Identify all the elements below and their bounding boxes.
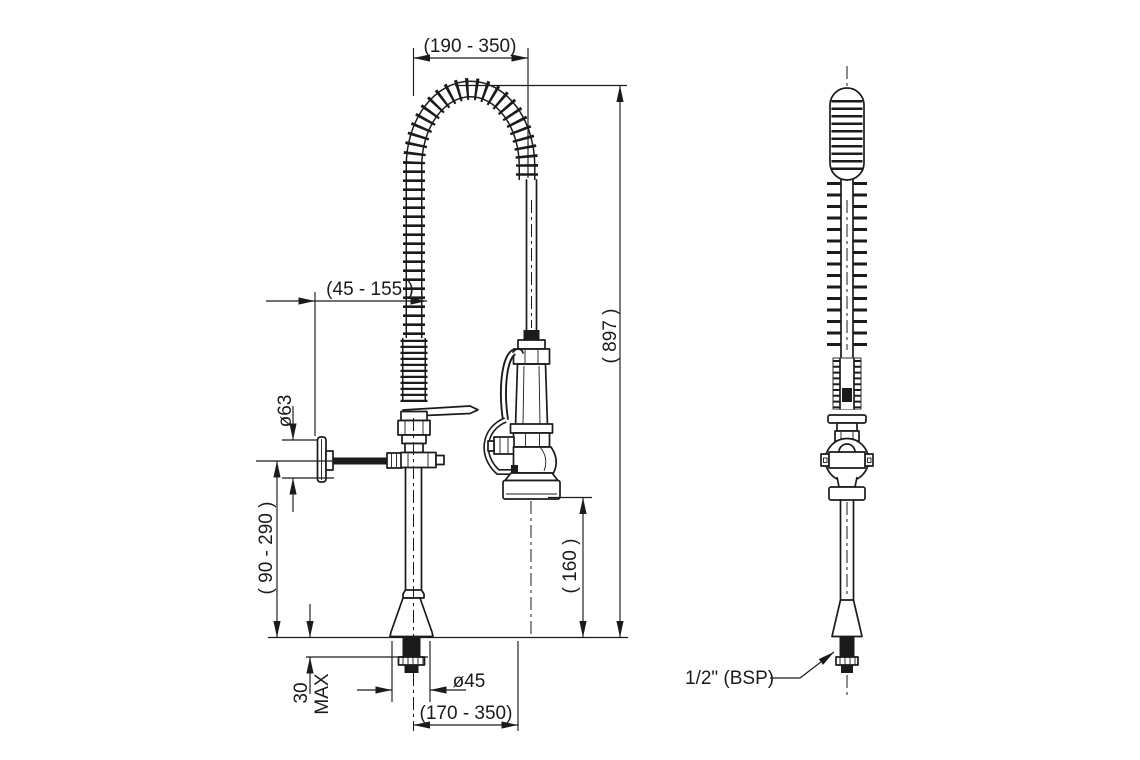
inlet-thread-callout: 1/2" (BSP) — [685, 651, 835, 689]
dim-label-overall-height: ( 897 ) — [600, 309, 621, 364]
base-cone — [389, 597, 434, 638]
dim-label-bottom-reach: (170 - 350) — [420, 703, 513, 724]
dim-label-deck-thickness-unit: MAX — [312, 673, 333, 715]
dimension-overall-height: ( 897 ) — [455, 84, 627, 638]
dim-label-base-diameter: ø45 — [453, 671, 486, 692]
trigger-handle — [483, 348, 524, 475]
dim-label-flange-diameter: ø63 — [275, 395, 296, 428]
side-view: 1/2" (BSP) — [685, 66, 874, 695]
wall-bracket — [316, 436, 445, 483]
coiled-hose — [403, 78, 538, 344]
side-base-cone — [831, 599, 863, 638]
dimension-spray-height: ( 160 ) — [548, 496, 592, 638]
dim-label-riser-height: ( 90 - 290 ) — [256, 502, 277, 595]
dimension-top-reach: (190 - 350) — [412, 36, 529, 178]
dim-label-deck-thickness-value: 30 — [291, 682, 312, 703]
dim-label-spray-height: ( 160 ) — [560, 539, 581, 594]
inlet-shank — [397, 637, 426, 673]
inlet-thread-label: 1/2" (BSP) — [685, 668, 774, 689]
dimension-bottom-reach: (170 - 350) — [413, 641, 519, 731]
spray-gun — [483, 339, 561, 500]
dimension-deck-thickness: 30 MAX — [291, 604, 333, 715]
dim-label-top-reach: (190 - 350) — [424, 36, 517, 57]
side-inlet-shank — [835, 637, 859, 673]
dimension-base-diameter: ø45 — [357, 641, 485, 702]
side-spring-base — [832, 357, 862, 410]
centerlines — [413, 200, 532, 731]
dim-label-wall-offset: (45 - 155 ) — [326, 279, 414, 300]
side-ball-flange — [820, 437, 874, 483]
side-spring — [827, 87, 867, 358]
spray-hose — [523, 179, 540, 340]
side-riser — [828, 476, 866, 601]
dimension-flange-diameter: ø63 — [275, 395, 334, 512]
dimension-wall-offset: (45 - 155 ) — [266, 279, 427, 436]
dimensions: (190 - 350) ( 897 ) (45 - 155 ) ø63 — [256, 36, 628, 731]
front-view — [316, 78, 561, 731]
dimension-riser-height: ( 90 - 290 ) — [256, 460, 332, 638]
